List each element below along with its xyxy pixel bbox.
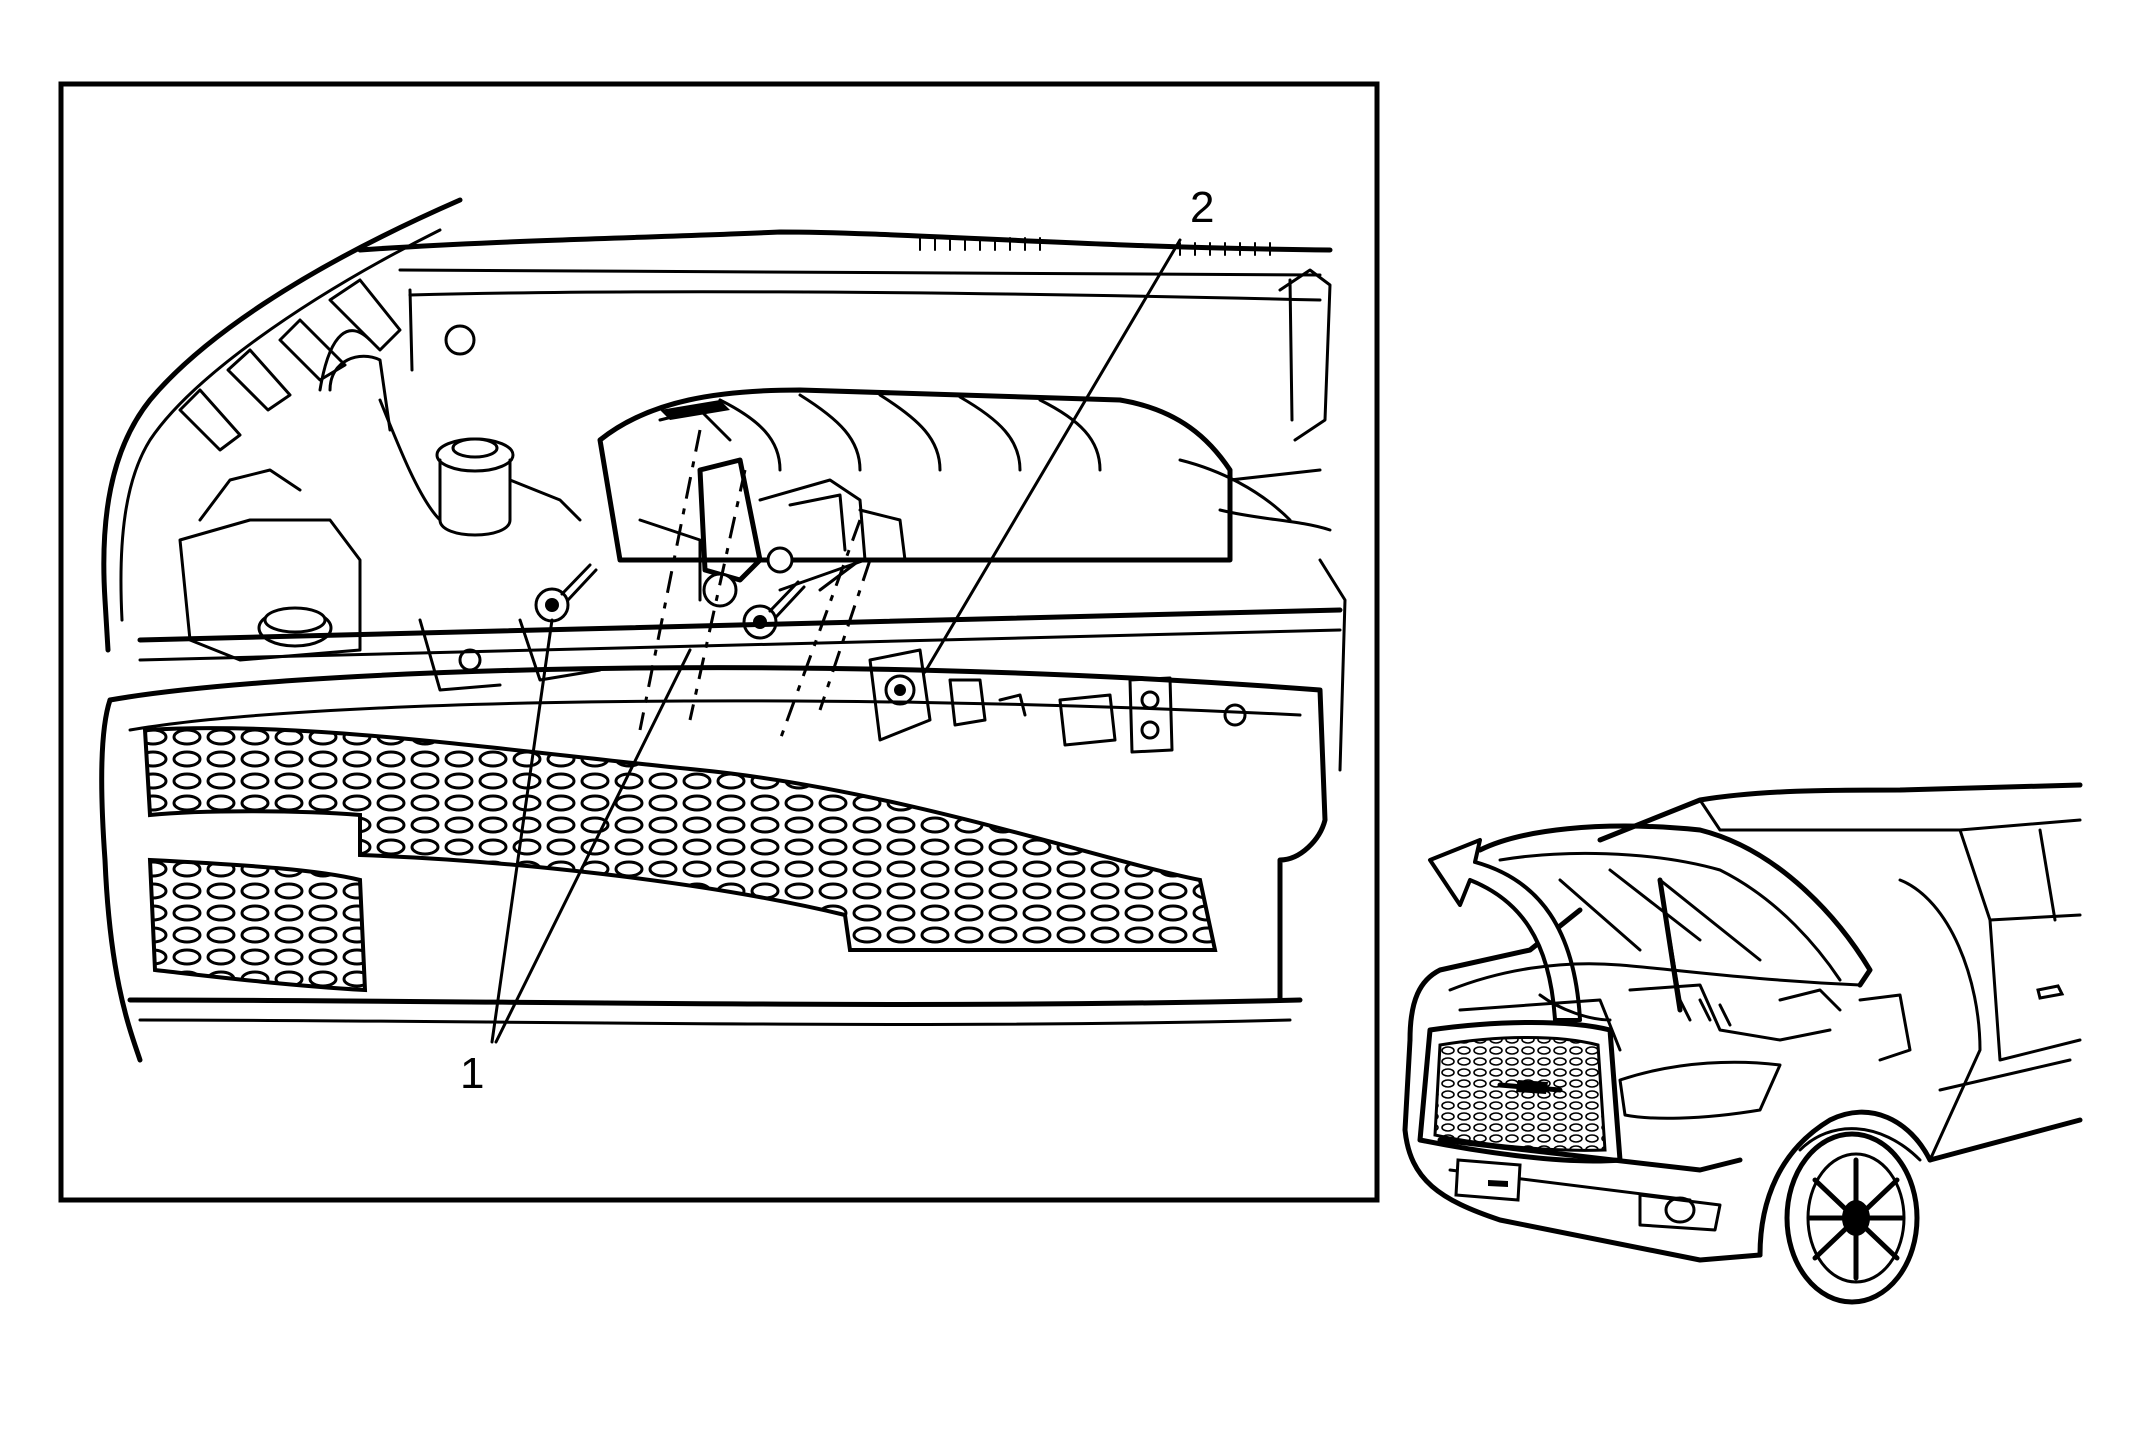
vehicle-locator-view [1402, 782, 2083, 1305]
left-fender [101, 197, 463, 653]
curved-arrow-icon [1428, 838, 1582, 1022]
installation-guide-lines [638, 429, 872, 741]
vehicle-front-fascia [1417, 1020, 1782, 1232]
callout-leaders [490, 238, 1182, 1044]
latch-bolt-left [534, 563, 598, 623]
engine-bay-detail-view: 1 2 [58, 81, 1380, 1203]
vehicle-grille-mesh [1433, 1036, 1607, 1152]
vehicle-body [1402, 782, 2083, 1263]
radiator-support [137, 558, 1347, 772]
hood-latch-assembly [638, 457, 907, 608]
engine-cover [597, 387, 1332, 563]
vehicle-engine-bay [1448, 962, 1862, 1052]
front-grille [99, 665, 1328, 1063]
open-hood [1477, 823, 1873, 1013]
lower-grille-mesh [147, 857, 368, 993]
cowl-panel [357, 229, 1333, 442]
latch-support-bracket [868, 648, 1247, 754]
callout-label-2: 2 [1190, 183, 1214, 232]
vehicle-front-wheel [1784, 1127, 1922, 1305]
brake-master-cylinder [318, 329, 582, 537]
callout-label-1: 1 [460, 1049, 484, 1098]
upper-grille-mesh [142, 726, 1218, 952]
